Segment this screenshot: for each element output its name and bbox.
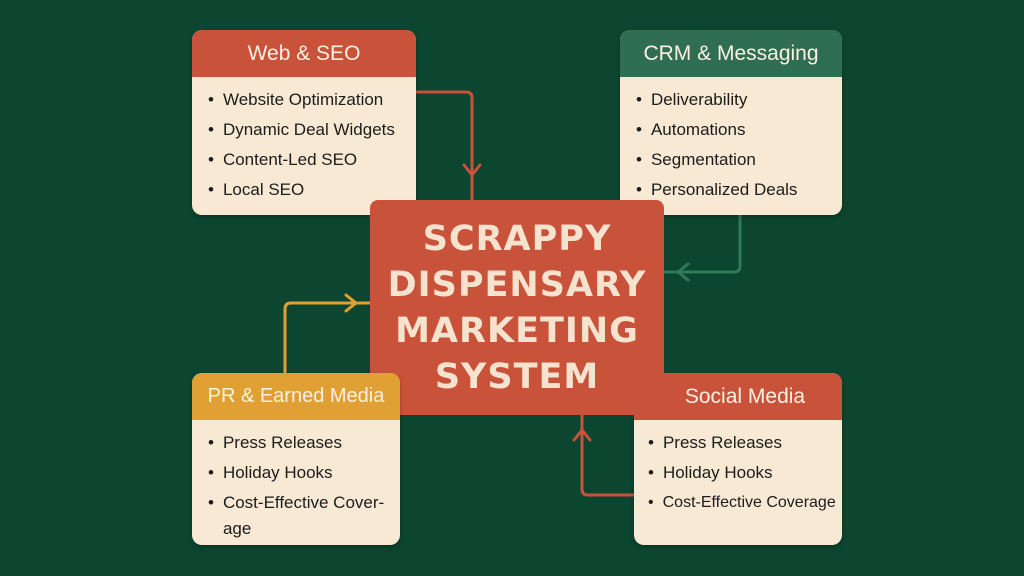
arrowhead-crm [676, 262, 690, 282]
list-item: Cost-Effective Cover-age [208, 488, 400, 542]
list-item: Automations [636, 115, 842, 145]
social-title: Social Media [634, 373, 842, 420]
list-item: Personalized Deals [636, 175, 842, 205]
crm-title: CRM & Messaging [620, 30, 842, 77]
list-item: Holiday Hooks [208, 458, 400, 488]
pr-title: PR & Earned Media [192, 373, 400, 420]
arrow-social-to-center [580, 413, 636, 497]
arrowhead-pr [344, 293, 358, 313]
list-item: Segmentation [636, 145, 842, 175]
web-seo-card: Web & SEO Website Optimization Dynamic D… [192, 30, 416, 215]
list-item: Content-Led SEO [208, 145, 416, 175]
list-item: Cost-Effective Coverage [648, 488, 842, 518]
central-system-box: SCRAPPY DISPENSARY MARKETING SYSTEM [370, 200, 664, 415]
arrow-crm-to-center [662, 213, 742, 274]
list-item: Website Optimization [208, 85, 416, 115]
list-item: Holiday Hooks [648, 458, 842, 488]
social-card: Social Media Press Releases Holiday Hook… [634, 373, 842, 545]
crm-card: CRM & Messaging Deliverability Automatio… [620, 30, 842, 215]
arrow-pr-to-center [283, 301, 372, 375]
list-item: Press Releases [208, 428, 400, 458]
arrowhead-web [462, 163, 482, 177]
list-item: Deliverability [636, 85, 842, 115]
arrow-web-to-center [414, 90, 474, 202]
web-seo-title: Web & SEO [192, 30, 416, 77]
arrowhead-social [572, 428, 592, 442]
list-item: Local SEO [208, 175, 416, 205]
list-item: Press Releases [648, 428, 842, 458]
central-title: SCRAPPY DISPENSARY MARKETING SYSTEM [387, 218, 647, 397]
pr-card: PR & Earned Media Press Releases Holiday… [192, 373, 400, 545]
list-item: Dynamic Deal Widgets [208, 115, 416, 145]
